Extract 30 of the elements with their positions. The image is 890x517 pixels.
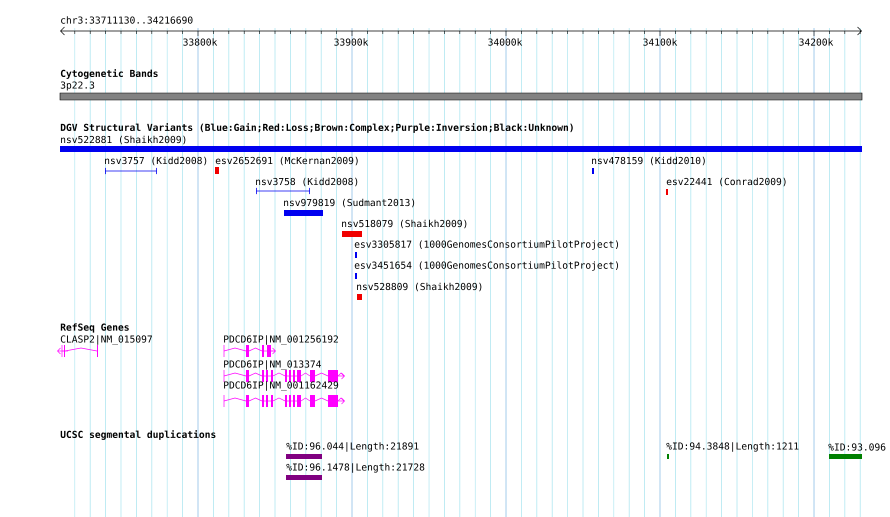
feature-label: esv3451654 (1000GenomesConsortiumPilotProject) xyxy=(354,261,618,271)
feature-label: %ID:94.3848|Length:1211 xyxy=(666,442,798,452)
feature-label: %ID:93.096 xyxy=(828,443,886,451)
tick-label: 33900k xyxy=(334,38,368,46)
feature-label: PDCD6IP|NM_001162429 xyxy=(224,381,338,391)
feature-label: PDCD6IP|NM_013374 xyxy=(224,360,321,370)
track-title: UCSC segmental duplications xyxy=(60,430,216,440)
feature-label: esv2652691 (McKernan2009) xyxy=(216,156,358,166)
feature-label: %ID:96.1478|Length:21728 xyxy=(286,463,424,473)
feature-label: nsv478159 (Kidd2010) xyxy=(592,156,705,166)
feature-label: nsv3757 (Kidd2008) xyxy=(105,156,206,166)
feature-label: CLASP2|NM_015097 xyxy=(60,335,152,345)
range-label: chr3:33711130..34216690 xyxy=(61,16,192,24)
feature-label: nsv518079 (Shaikh2009) xyxy=(342,220,466,228)
feature-label: nsv3758 (Kidd2008) xyxy=(256,178,358,186)
tick-label: 34000k xyxy=(488,38,522,46)
track-title: RefSeq Genes xyxy=(60,323,129,333)
tick-label: 34200k xyxy=(799,38,834,46)
track-title: Cytogenetic Bands xyxy=(60,69,158,79)
band-label: 3p22.3 xyxy=(60,81,94,91)
tick-label: 33800k xyxy=(183,38,218,46)
feature-label: PDCD6IP|NM_001256192 xyxy=(224,335,338,345)
track-title: DGV Structural Variants (Blue:Gain;Red:Loss;Brown:Complex;Purple:Inversion;Black:Unknown) xyxy=(60,123,573,133)
feature-label: %ID:96.044|Length:21891 xyxy=(286,442,418,452)
feature-label: esv3305817 (1000GenomesConsortiumPilotProject) xyxy=(354,240,618,250)
feature-label: nsv522881 (Shaikh2009) xyxy=(61,136,186,144)
tick-label: 34100k xyxy=(643,38,678,46)
feature-label: nsv528809 (Shaikh2009) xyxy=(357,282,482,292)
feature-label: esv22441 (Conrad2009) xyxy=(666,178,786,186)
feature-label: nsv979819 (Sudmant2013) xyxy=(284,198,414,208)
